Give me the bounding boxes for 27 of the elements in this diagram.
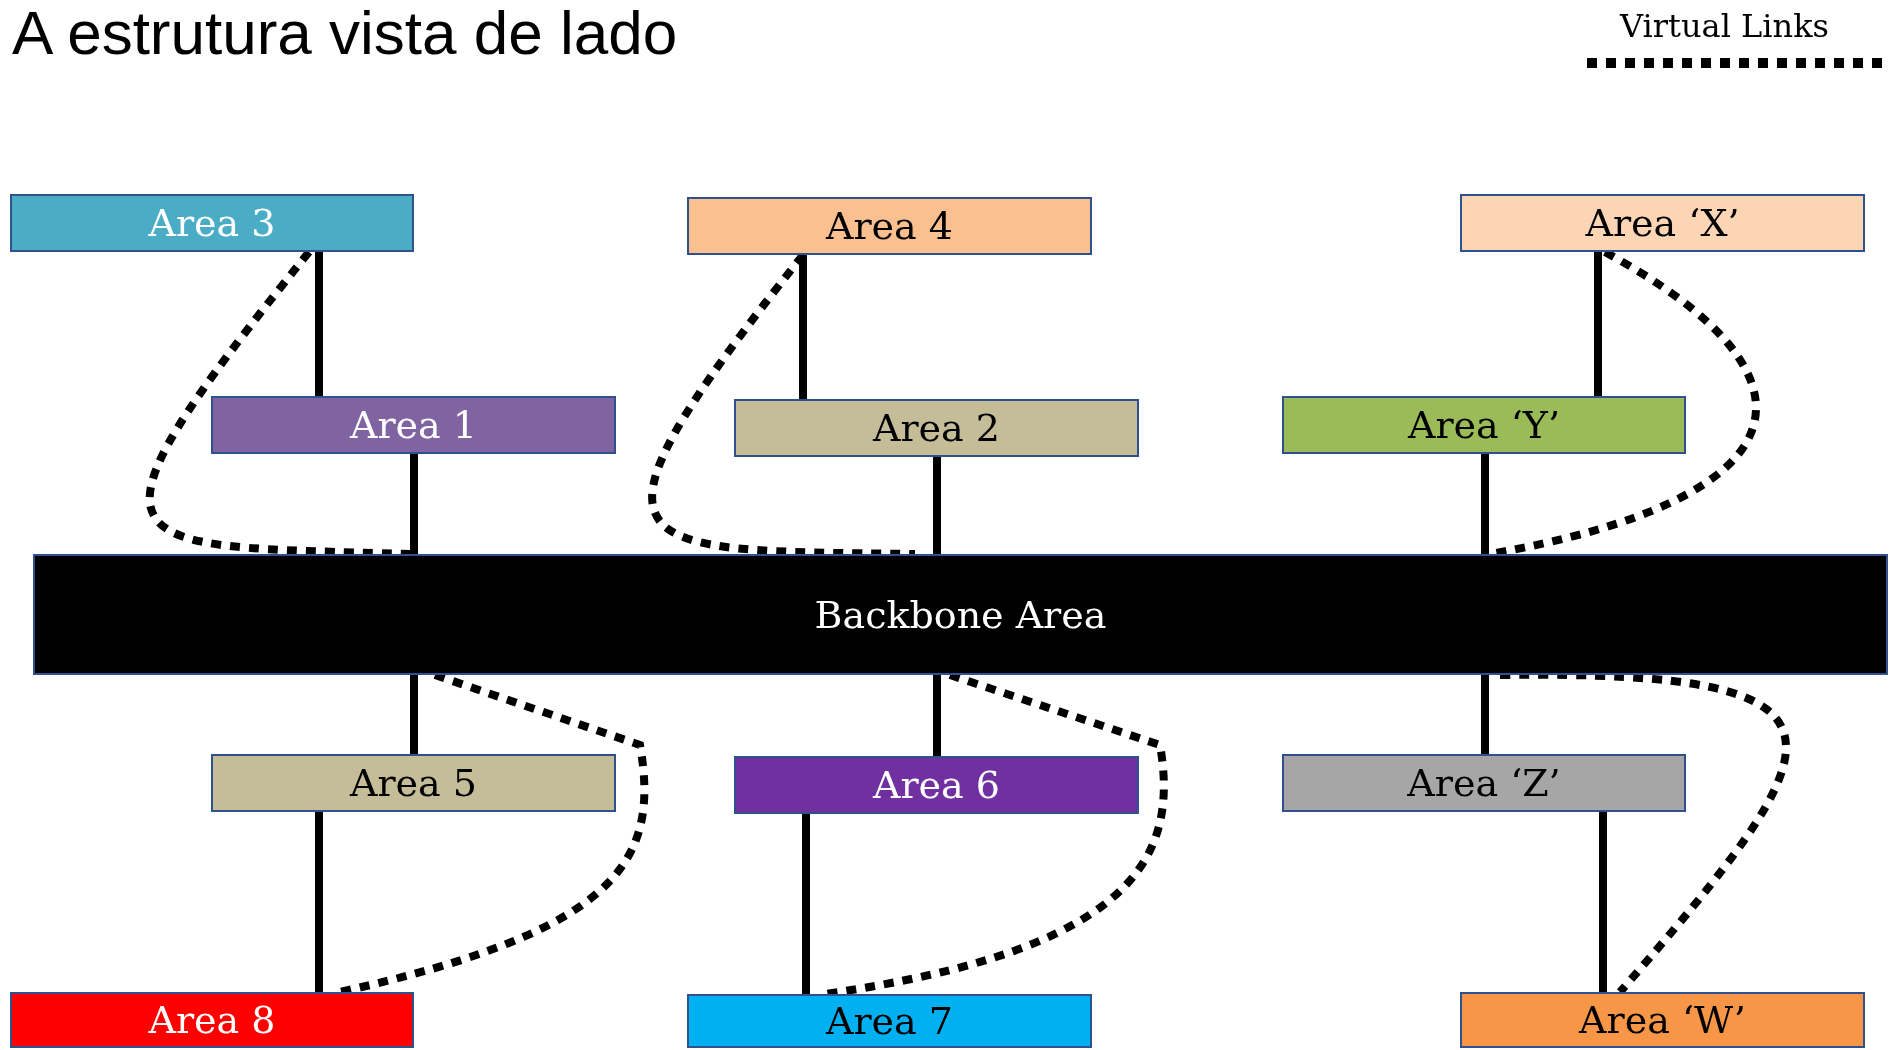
link-line — [410, 675, 418, 754]
link-line — [933, 457, 941, 554]
link-line — [1481, 454, 1489, 554]
legend-label: Virtual Links — [1620, 6, 1829, 46]
link-line — [1599, 812, 1607, 992]
link-line — [1481, 675, 1489, 754]
area-box: Area 2 — [734, 399, 1139, 457]
area-box: Area 6 — [734, 756, 1139, 814]
link-line — [315, 252, 323, 396]
backbone-bar: Backbone Area — [33, 554, 1888, 675]
link-line — [410, 454, 418, 554]
area-box: Area 7 — [687, 994, 1092, 1048]
area-box: Area 4 — [687, 197, 1092, 255]
link-line — [802, 814, 810, 994]
link-line — [799, 255, 807, 399]
link-line — [1594, 252, 1602, 396]
area-box: Area 8 — [10, 992, 414, 1048]
area-box: Area ‘Z’ — [1282, 754, 1686, 812]
area-box: Area ‘Y’ — [1282, 396, 1686, 454]
link-line — [315, 812, 323, 992]
area-box: Area ‘X’ — [1460, 194, 1865, 252]
area-box: Area 1 — [211, 396, 616, 454]
area-box: Area 5 — [211, 754, 616, 812]
area-box: Area ‘W’ — [1460, 992, 1865, 1048]
title: A estrutura vista de lado — [12, 0, 678, 69]
link-line — [933, 675, 941, 756]
area-box: Area 3 — [10, 194, 414, 252]
